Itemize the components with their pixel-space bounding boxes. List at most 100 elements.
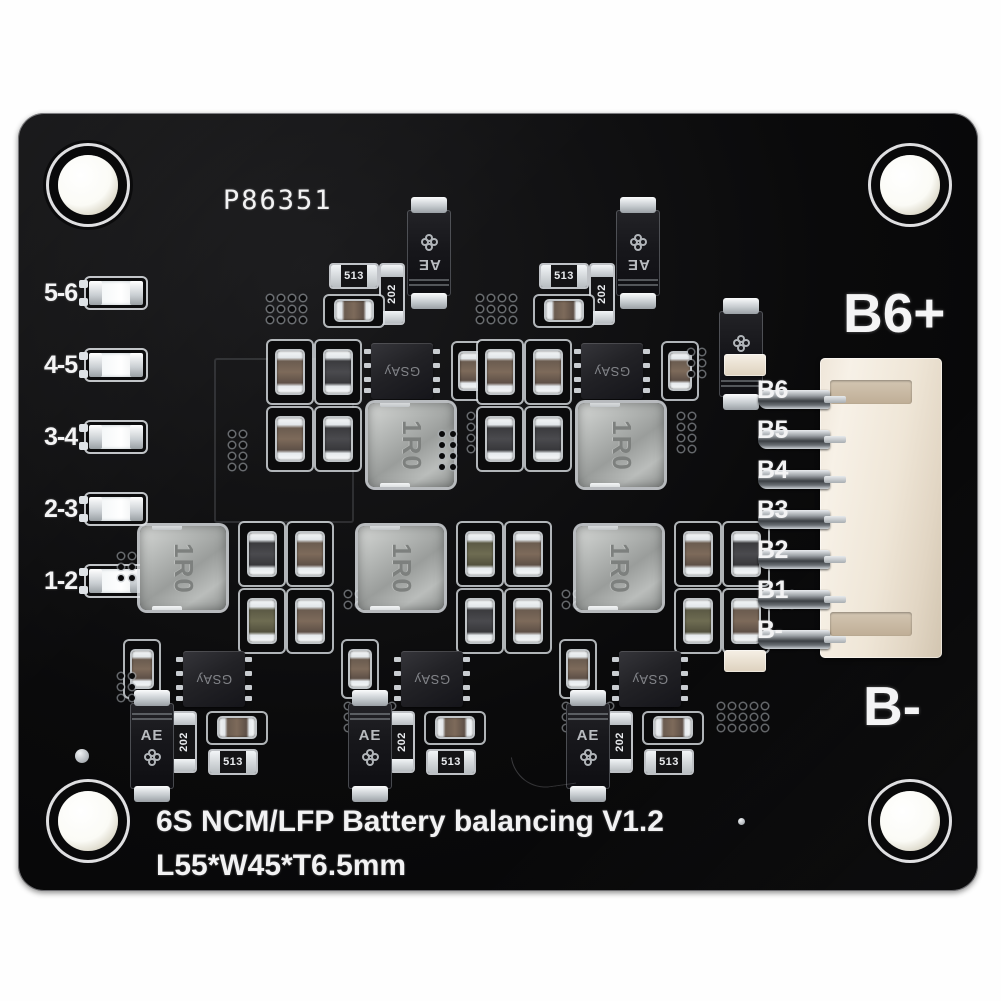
capacitor-smd [535,418,561,460]
led-label-3-4: 3-4 [44,422,78,451]
diode-marking: AE [140,726,164,744]
clover-logo-icon [144,749,161,766]
capacitor-smd [325,418,351,460]
capacitor-smd [487,351,513,393]
product-title-line2: L55*W45*T6.5mm [156,849,407,882]
clover-logo-icon [580,749,597,766]
connector-pin-b1[interactable] [758,590,846,609]
inductor-marking: 1R0 [604,542,635,594]
inductor-1r0-bottom-middle: 1R0 [358,526,444,610]
capacitor-smd [467,600,493,642]
led-indicator-5-6: 5-6 [44,278,147,308]
ic-marking: GSAy [631,671,669,687]
via-grid [688,349,705,377]
led-label-2-3: 2-3 [44,494,78,523]
pin-label-b5: B5 [757,416,788,444]
ic-gsay-bottom-left: GSAy [176,651,252,707]
pin-label-b4: B4 [757,456,788,484]
led-label-4-5: 4-5 [44,350,78,379]
resistor-202-top-left: 202 [381,265,403,323]
terminal-label-b-negative: B- [863,675,922,737]
inductor-marking: 1R0 [386,542,417,594]
capacitor-smd [515,533,541,575]
led-pad-2-3 [79,494,147,524]
mounting-hole-top-left [58,155,118,215]
capacitor-smd [685,600,711,642]
pin-label-b3: B3 [757,496,788,524]
diode-marking: AE [358,726,382,744]
resistor-513-bottom-middle: 513 [428,751,474,773]
clover-logo-icon [630,234,647,251]
capacitor-smd [297,533,323,575]
connector-pin-b4[interactable] [758,470,846,489]
ic-marking: GSAy [593,363,631,379]
diode-ae-top-middle: AE [616,197,660,309]
led-pad-1-2 [79,566,147,596]
via-grid [678,413,695,452]
clover-logo-icon [362,749,379,766]
pin-label-b2: B2 [757,536,788,564]
capacitor-smd [219,718,255,737]
capacitor-smd [460,353,480,389]
ic-gsay-top-left: GSAy [364,343,440,399]
inductor-1r0-top-middle: 1R0 [578,403,664,487]
pin-label-bminus: B- [757,616,783,644]
via-grid [718,703,768,731]
capacitor-smd [467,533,493,575]
ic-marking: GSAy [413,671,451,687]
inductor-marking: 1R0 [168,542,199,594]
connector-pin-b3[interactable] [758,510,846,529]
via-grid [477,295,516,323]
connector-pin-b5[interactable] [758,430,846,449]
capacitor-smd [336,301,372,320]
connector-pin-bminus[interactable] [758,630,846,649]
via-grid [439,431,456,470]
diode-marking: AE [576,726,600,744]
connector-tab-top [724,354,766,376]
terminal-label-b6-positive: B6+ [843,282,946,344]
capacitor-smd [733,533,759,575]
inductor-1r0-bottom-left: 1R0 [140,526,226,610]
inductor-marking: 1R0 [396,419,427,471]
capacitor-smd [132,651,152,687]
connector-housing[interactable] [820,358,942,658]
diode-marking: AE [417,255,441,273]
led-pad-3-4 [79,422,147,452]
capacitor-smd [733,600,759,642]
clover-logo-icon [421,234,438,251]
resistor-202-bottom-right: 202 [609,713,631,771]
ic-marking: GSAy [383,363,421,379]
led-pad-4-5 [79,350,147,380]
product-title-line1: 6S NCM/LFP Battery balancing V1.2 [156,805,664,838]
capacitor-smd [277,351,303,393]
resistor-513-top-middle: 513 [541,265,587,287]
capacitor-smd [670,353,690,389]
pin-label-b6: B6 [757,376,788,404]
capacitor-smd [546,301,582,320]
capacitor-smd [249,600,275,642]
connector-pin-b2[interactable] [758,550,846,569]
pcb-board: P86351 5-6 4-5 3-4 [18,113,978,891]
diode-ae-bottom-left: AE [130,690,174,802]
capacitor-smd [297,600,323,642]
capacitor-smd [655,718,691,737]
led-indicator-2-3: 2-3 [44,494,147,524]
battery-connector[interactable] [724,354,968,672]
ic-gsay-top-middle: GSAy [574,343,650,399]
mounting-hole-bottom-right [880,791,940,851]
diode-ae-bottom-middle: AE [348,690,392,802]
ic-gsay-bottom-middle: GSAy [394,651,470,707]
capacitor-smd [277,418,303,460]
inductor-1r0-bottom-right: 1R0 [576,526,662,610]
capacitor-smd [437,718,473,737]
diode-ae-bottom-right: AE [566,690,610,802]
resistor-513-top-left: 513 [331,265,377,287]
led-indicator-1-2: 1-2 [44,566,147,596]
led-pad-5-6 [79,278,147,308]
capacitor-smd [685,533,711,575]
connector-pin-b6[interactable] [758,390,846,409]
led-label-1-2: 1-2 [44,566,78,595]
connector-tab-bottom [724,650,766,672]
resistor-513-bottom-right: 513 [646,751,692,773]
